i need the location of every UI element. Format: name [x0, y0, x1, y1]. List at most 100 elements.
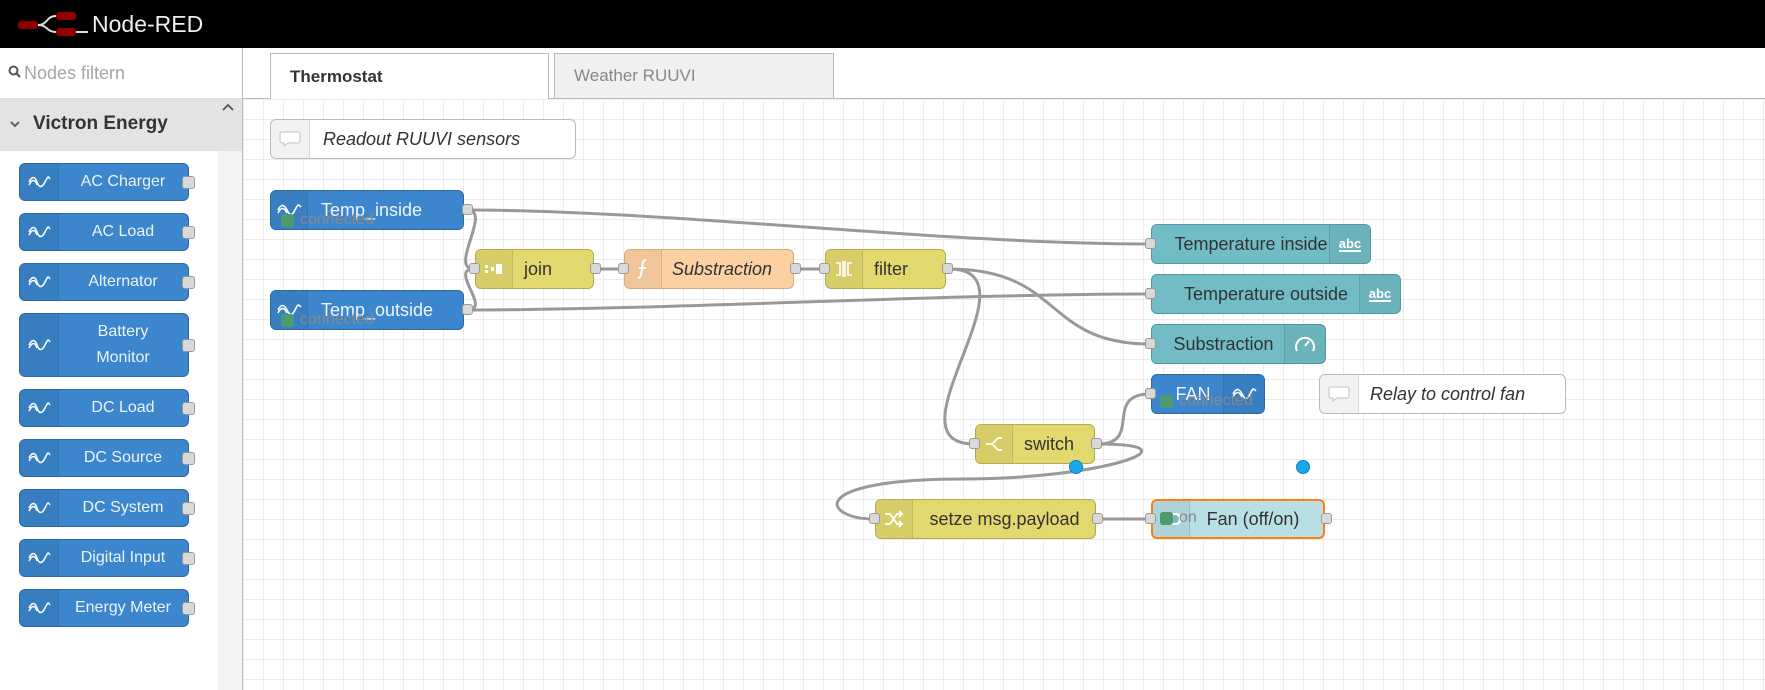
search-input[interactable]: [24, 58, 229, 88]
comment-icon: [271, 120, 310, 158]
input-port[interactable]: [869, 513, 880, 524]
wire: [466, 292, 1151, 312]
output-port[interactable]: [182, 502, 195, 515]
switch-ui-node-fan[interactable]: Fan (off/on): [1151, 499, 1325, 539]
wire: [1097, 392, 1151, 446]
wire: [835, 442, 1143, 521]
tab-thermostat[interactable]: Thermostat: [270, 53, 549, 99]
victron-icon: [20, 590, 59, 626]
node-label: Temperature inside: [1174, 233, 1328, 254]
node-label: FAN: [1175, 383, 1211, 404]
comment-node-readout[interactable]: Readout RUUVI sensors: [270, 119, 576, 159]
output-port[interactable]: [182, 452, 195, 465]
search-icon: [8, 65, 21, 78]
input-port[interactable]: [969, 438, 980, 449]
filter-node[interactable]: filter: [825, 249, 946, 289]
input-port[interactable]: [1145, 513, 1156, 524]
comment-node-relay[interactable]: Relay to control fan: [1319, 374, 1566, 414]
input-port[interactable]: [618, 263, 629, 274]
comment-label: Relay to control fan: [1370, 383, 1526, 404]
gauge-node-substraction[interactable]: Substraction: [1151, 324, 1326, 364]
node-label: switch: [1024, 433, 1075, 454]
output-port[interactable]: [942, 263, 953, 274]
palette-node[interactable]: Digital Input: [19, 539, 195, 577]
switch-icon: [976, 425, 1013, 463]
node-label: setze msg.payload: [929, 508, 1080, 529]
chevron-down-icon: [10, 121, 20, 128]
node-label: Substraction: [672, 258, 773, 279]
palette-node[interactable]: Alternator: [19, 263, 195, 301]
tab-label: Thermostat: [290, 66, 383, 86]
category-header[interactable]: Victron Energy: [0, 99, 242, 151]
input-port[interactable]: [819, 263, 830, 274]
function-icon: [625, 250, 662, 288]
output-port[interactable]: [182, 602, 195, 615]
palette-node-label: AC Load: [91, 223, 155, 240]
workspace-tab-bar: Thermostat Weather RUUVI: [243, 48, 1765, 99]
palette-node[interactable]: AC Load: [19, 213, 195, 251]
victron-icon: [20, 164, 59, 200]
victron-node-temp-outside[interactable]: Temp_outside: [270, 290, 464, 330]
tab-weather-ruuvi[interactable]: Weather RUUVI: [554, 53, 834, 98]
output-port[interactable]: [1091, 438, 1102, 449]
palette-search: [0, 48, 242, 99]
category-label: Victron Energy: [33, 113, 168, 134]
input-port[interactable]: [1145, 288, 1156, 299]
function-node-substraction[interactable]: Substraction: [624, 249, 794, 289]
palette-scrollbar[interactable]: [218, 151, 242, 690]
app-header: Node-RED: [0, 0, 1765, 48]
app-title: Node-RED: [92, 11, 204, 37]
palette-node[interactable]: Energy Meter: [19, 589, 195, 627]
palette-node-label: Energy Meter: [74, 599, 172, 616]
output-port[interactable]: [462, 304, 473, 315]
victron-icon: [20, 314, 59, 376]
comment-icon: [1320, 375, 1359, 413]
output-port[interactable]: [1321, 513, 1332, 524]
output-port[interactable]: [182, 339, 195, 352]
node-status: on: [1160, 509, 1197, 526]
switch-node[interactable]: switch: [975, 424, 1095, 464]
victron-icon: [20, 540, 59, 576]
node-label: Fan (off/on): [1206, 508, 1300, 529]
node-label: Temp_outside: [321, 299, 434, 320]
node-status: connected: [281, 211, 374, 228]
input-port[interactable]: [1145, 238, 1156, 249]
change-node[interactable]: setze msg.payload: [875, 499, 1096, 539]
palette-node[interactable]: DC Load: [19, 389, 195, 427]
palette-node-label: DC System: [82, 499, 164, 516]
output-port[interactable]: [182, 176, 195, 189]
join-node[interactable]: join: [475, 249, 594, 289]
input-port[interactable]: [1145, 388, 1156, 399]
palette-node-label: DC Source: [83, 449, 163, 466]
victron-icon: [20, 440, 59, 476]
join-icon: [476, 250, 513, 288]
changed-indicator-icon: [1296, 460, 1310, 474]
output-port[interactable]: [182, 276, 195, 289]
output-port[interactable]: [1092, 513, 1103, 524]
output-port[interactable]: [462, 204, 473, 215]
node-label: filter: [874, 258, 909, 279]
palette-node[interactable]: DC Source: [19, 439, 195, 477]
output-port[interactable]: [182, 402, 195, 415]
palette-node[interactable]: AC Charger: [19, 163, 195, 201]
victron-icon: [20, 214, 59, 250]
output-port[interactable]: [182, 226, 195, 239]
input-port[interactable]: [469, 263, 480, 274]
palette-node[interactable]: DC System: [19, 489, 195, 527]
comment-label: Readout RUUVI sensors: [323, 128, 521, 149]
input-port[interactable]: [1145, 338, 1156, 349]
palette-node[interactable]: Battery Monitor: [19, 313, 195, 377]
node-palette: Victron Energy AC Charger AC Load Altern…: [0, 48, 243, 690]
shuffle-icon: [876, 500, 913, 538]
output-port[interactable]: [790, 263, 801, 274]
victron-node-temp-inside[interactable]: Temp_inside: [270, 190, 464, 230]
chevron-up-icon[interactable]: [221, 101, 235, 113]
output-port[interactable]: [590, 263, 601, 274]
wire: [464, 208, 477, 271]
node-red-logo-icon: [18, 12, 88, 36]
victron-icon: [20, 390, 59, 426]
text-node-temperature-outside[interactable]: Temperature outside abc: [1151, 274, 1401, 314]
text-node-temperature-inside[interactable]: Temperature inside abc: [1151, 224, 1371, 264]
flow-workspace[interactable]: Readout RUUVI sensors Temp_inside connec…: [243, 99, 1765, 690]
output-port[interactable]: [182, 552, 195, 565]
